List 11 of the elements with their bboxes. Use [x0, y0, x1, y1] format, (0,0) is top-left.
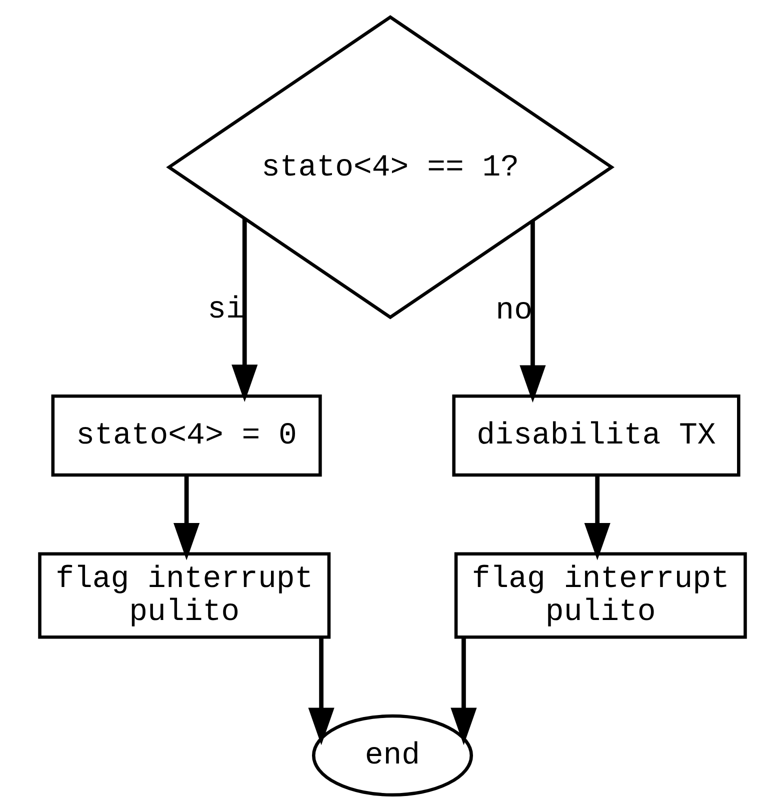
node-box: disabilita TX	[452, 394, 740, 477]
node-box: flag interrupt pulito	[38, 552, 330, 639]
arrow	[584, 475, 610, 560]
arrow	[450, 638, 476, 746]
arrow	[519, 220, 546, 403]
arrow	[231, 218, 258, 402]
arrow	[173, 475, 200, 560]
arrow	[308, 638, 334, 746]
node-box: flag interrupt pulito	[454, 552, 746, 639]
node-ellipse: end	[311, 714, 473, 797]
node-box: stato<4> = 0	[50, 394, 322, 477]
